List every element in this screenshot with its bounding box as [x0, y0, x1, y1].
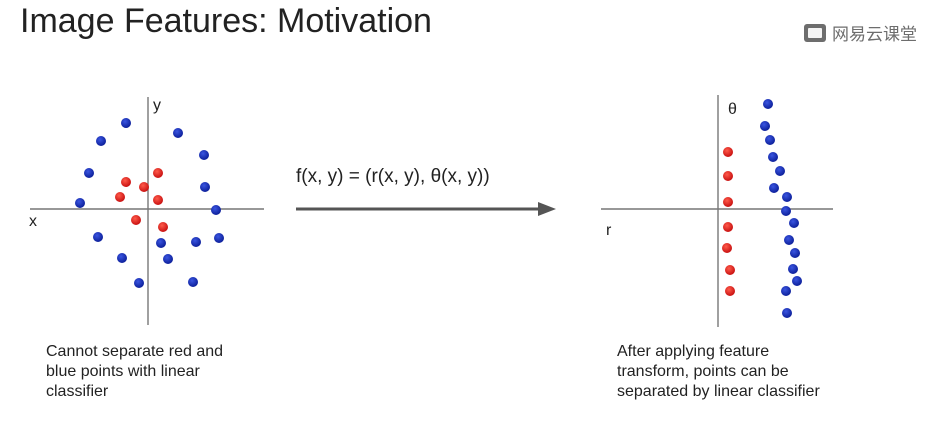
right-blue-point-2 [760, 121, 770, 131]
left-blue-point-8 [211, 205, 221, 215]
right-blue-point-5 [775, 166, 785, 176]
right-blue-point-15 [782, 308, 792, 318]
right-blue-point-6 [769, 183, 779, 193]
left-blue-point-3 [96, 136, 106, 146]
left-blue-point-11 [191, 237, 201, 247]
left-red-point-3 [139, 182, 149, 192]
left-blue-point-2 [173, 128, 183, 138]
right-red-point-4 [723, 222, 733, 232]
watermark: 网易云课堂 [804, 20, 917, 45]
right-blue-point-7 [782, 192, 792, 202]
left-blue-point-4 [199, 150, 209, 160]
left-blue-point-12 [156, 238, 166, 248]
left-blue-point-9 [93, 232, 103, 242]
right-red-point-3 [723, 197, 733, 207]
left-red-point-2 [153, 168, 163, 178]
right-red-point-1 [723, 147, 733, 157]
left-x-axis-label: x [29, 213, 37, 230]
right-caption: After applying feature transform, points… [617, 343, 820, 400]
left-blue-point-7 [75, 198, 85, 208]
transform-arrow-head-icon [538, 202, 556, 216]
right-red-point-5 [722, 243, 732, 253]
right-blue-point-12 [788, 264, 798, 274]
right-blue-point-10 [784, 235, 794, 245]
right-blue-point-14 [781, 286, 791, 296]
transform-formula: f(x, y) = (r(x, y), θ(x, y)) [296, 166, 490, 187]
right-blue-point-13 [792, 276, 802, 286]
left-blue-point-14 [163, 254, 173, 264]
left-caption: Cannot separate red and blue points with… [46, 343, 224, 400]
left-points [75, 118, 224, 288]
left-blue-point-10 [214, 233, 224, 243]
slide-title: Image Features: Motivation [20, 2, 432, 40]
left-blue-point-13 [117, 253, 127, 263]
left-blue-point-1 [121, 118, 131, 128]
left-red-point-5 [153, 195, 163, 205]
watermark-logo-icon [804, 23, 826, 42]
right-blue-point-9 [789, 218, 799, 228]
left-red-point-1 [121, 177, 131, 187]
left-blue-point-15 [188, 277, 198, 287]
right-red-point-2 [723, 171, 733, 181]
right-blue-point-1 [763, 99, 773, 109]
right-blue-point-11 [790, 248, 800, 258]
right-points [722, 99, 802, 318]
right-theta-axis-label: θ [728, 101, 737, 118]
right-red-point-7 [725, 286, 735, 296]
right-r-axis-label: r [606, 222, 612, 239]
right-blue-point-4 [768, 152, 778, 162]
watermark-text: 网易云课堂 [832, 25, 917, 44]
right-blue-point-3 [765, 135, 775, 145]
left-red-point-4 [115, 192, 125, 202]
right-blue-point-8 [781, 206, 791, 216]
left-red-point-7 [158, 222, 168, 232]
right-red-point-6 [725, 265, 735, 275]
left-blue-point-5 [84, 168, 94, 178]
left-red-point-6 [131, 215, 141, 225]
left-y-axis-label: y [153, 97, 161, 114]
left-blue-point-6 [200, 182, 210, 192]
left-blue-point-16 [134, 278, 144, 288]
